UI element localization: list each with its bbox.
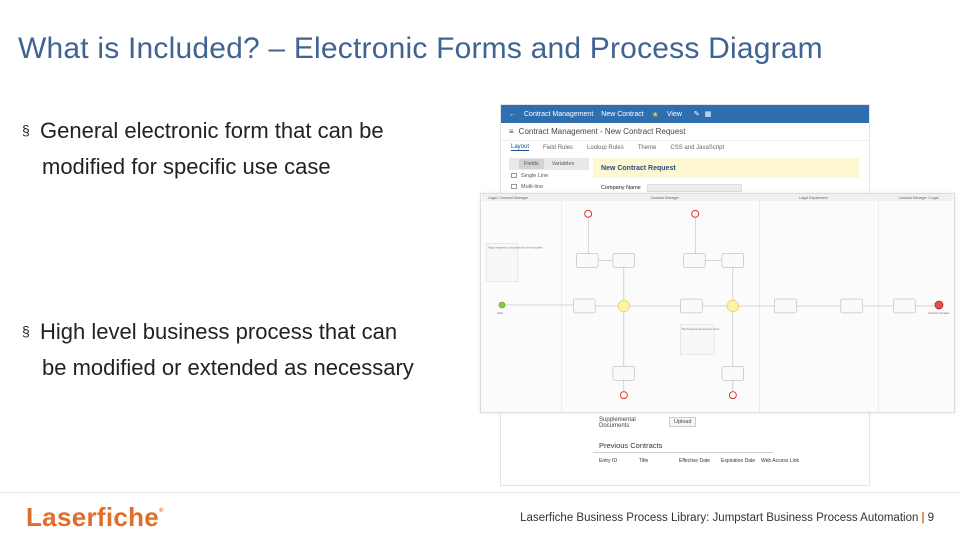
palette-item[interactable]: Multi-line	[509, 181, 589, 192]
annotation-text: Vague requests, or requests that are inc…	[488, 246, 545, 250]
previous-contracts-title: Previous Contracts	[593, 441, 773, 453]
bullet-line: be modified or extended as necessary	[42, 355, 414, 380]
app-name: Contract Management	[524, 110, 594, 118]
timer-event-icon[interactable]	[584, 209, 593, 218]
side-tab-variables[interactable]: Variables	[551, 161, 575, 167]
task-box[interactable]	[576, 253, 599, 268]
lane-label: Legal / Contract Manager	[488, 196, 529, 200]
logo-text: Laserfiche	[26, 502, 160, 532]
end-event-icon[interactable]	[934, 300, 944, 310]
timer-event-icon[interactable]	[691, 209, 700, 218]
column-header: Entry ID	[599, 458, 618, 464]
lane-label: Contract Manager	[651, 196, 680, 200]
column-header: Web Access Link	[761, 458, 799, 464]
bullet-marker: §	[22, 122, 30, 138]
process-diagram-svg: Legal / Contract Manager Contract Manage…	[482, 194, 953, 412]
task-box[interactable]	[774, 298, 797, 314]
bullet-line: modified for specific use case	[42, 154, 331, 179]
bullet-business-process: § High level business process that can be…	[22, 313, 482, 386]
palette-item-label: Single Line	[521, 172, 549, 179]
sequence-flows	[504, 217, 936, 392]
form-header-title: Contract Management - New Contract Reque…	[518, 127, 686, 136]
annotation-note	[485, 243, 519, 282]
start-event-icon[interactable]	[498, 301, 506, 309]
laserfiche-logo: Laserfiche®	[26, 502, 164, 533]
bullet-line: General electronic form that can be	[40, 118, 384, 143]
previous-contracts-header: Entry ID Title Effective Date Expiration…	[593, 458, 863, 464]
form-name: New Contract	[601, 110, 644, 118]
bullet-electronic-form: § General electronic form that can be mod…	[22, 112, 482, 185]
tab-lookup-rules[interactable]: Lookup Rules	[587, 144, 624, 151]
edit-icon[interactable]: ✎	[693, 111, 700, 118]
side-tab-fields[interactable]: Fields	[519, 159, 544, 169]
bullet-marker: §	[22, 323, 30, 339]
form-canvas: New Contract Request Company Name	[593, 158, 859, 214]
corner-accent	[800, 0, 960, 60]
task-box[interactable]	[680, 298, 703, 314]
form-body: Fields Variables Single Line Multi-line …	[501, 154, 869, 214]
footer-divider	[0, 492, 960, 493]
end-label: Contract Complete	[928, 311, 950, 315]
task-box[interactable]	[721, 366, 745, 381]
tab-field-rules[interactable]: Field Rules	[543, 144, 574, 151]
tab-theme[interactable]: Theme	[637, 144, 657, 151]
supplemental-documents-label: Supplemental Documents	[599, 417, 636, 429]
gateway-icon[interactable]	[617, 299, 631, 313]
task-box[interactable]	[683, 253, 706, 268]
gateway-icon[interactable]	[726, 299, 740, 313]
lane-label: Legal Department	[799, 196, 827, 200]
task-box[interactable]	[893, 298, 916, 314]
company-name-field[interactable]	[646, 184, 742, 192]
field-type-icon	[511, 184, 517, 189]
menu-icon[interactable]: ≡	[509, 127, 514, 136]
lane-label: Contract Manager / Legal	[898, 196, 938, 200]
end-event-icon[interactable]	[619, 391, 628, 400]
page-number: 9	[927, 512, 934, 524]
footer-separator: |	[921, 512, 925, 524]
palette-item[interactable]: Single Line	[509, 170, 589, 181]
task-box[interactable]	[840, 298, 863, 314]
registered-mark: ®	[159, 508, 164, 514]
task-box[interactable]	[612, 366, 636, 381]
tab-layout[interactable]: Layout	[511, 144, 530, 151]
column-header: Title	[639, 458, 649, 464]
form-header: ≡ Contract Management - New Contract Req…	[501, 123, 869, 141]
grid-icon[interactable]: ▦	[704, 111, 712, 118]
task-box[interactable]	[721, 253, 745, 268]
process-diagram: Legal / Contract Manager Contract Manage…	[480, 193, 955, 413]
field-palette: Fields Variables Single Line Multi-line	[509, 158, 589, 192]
field-type-icon	[511, 173, 517, 178]
form-topbar: ← Contract Management New Contract ★ Vie…	[501, 105, 869, 123]
star-icon[interactable]: ★	[651, 109, 659, 119]
slide-title: What is Included? – Electronic Forms and…	[18, 32, 823, 65]
tab-css-javascript[interactable]: CSS and JavaScript	[670, 144, 725, 151]
annotation-text: The Processes Ends at this Point...	[681, 327, 721, 331]
start-label: Start	[497, 311, 503, 315]
upload-button[interactable]: Upload	[669, 417, 697, 427]
form-lower-section: Supplemental Documents Upload Previous C…	[593, 417, 863, 464]
form-canvas-title[interactable]: New Contract Request	[593, 158, 859, 178]
palette-item-label: Multi-line	[521, 183, 544, 190]
view-link[interactable]: View	[666, 110, 682, 118]
task-box[interactable]	[573, 298, 596, 314]
bullet-line: High level business process that can	[40, 319, 398, 344]
form-tabs: Layout Field Rules Lookup Rules Theme CS…	[501, 141, 869, 154]
annotation-note	[680, 324, 715, 355]
company-name-label: Company Name	[601, 185, 641, 191]
footer-library-text: Laserfiche Business Process Library: Jum…	[520, 512, 919, 524]
footer-caption: Laserfiche Business Process Library: Jum…	[520, 512, 934, 524]
column-header: Effective Date	[679, 458, 711, 464]
back-arrow-icon[interactable]: ←	[509, 110, 516, 118]
end-event-icon[interactable]	[728, 391, 737, 400]
column-header: Expiration Date	[721, 458, 756, 464]
task-box[interactable]	[612, 253, 636, 268]
